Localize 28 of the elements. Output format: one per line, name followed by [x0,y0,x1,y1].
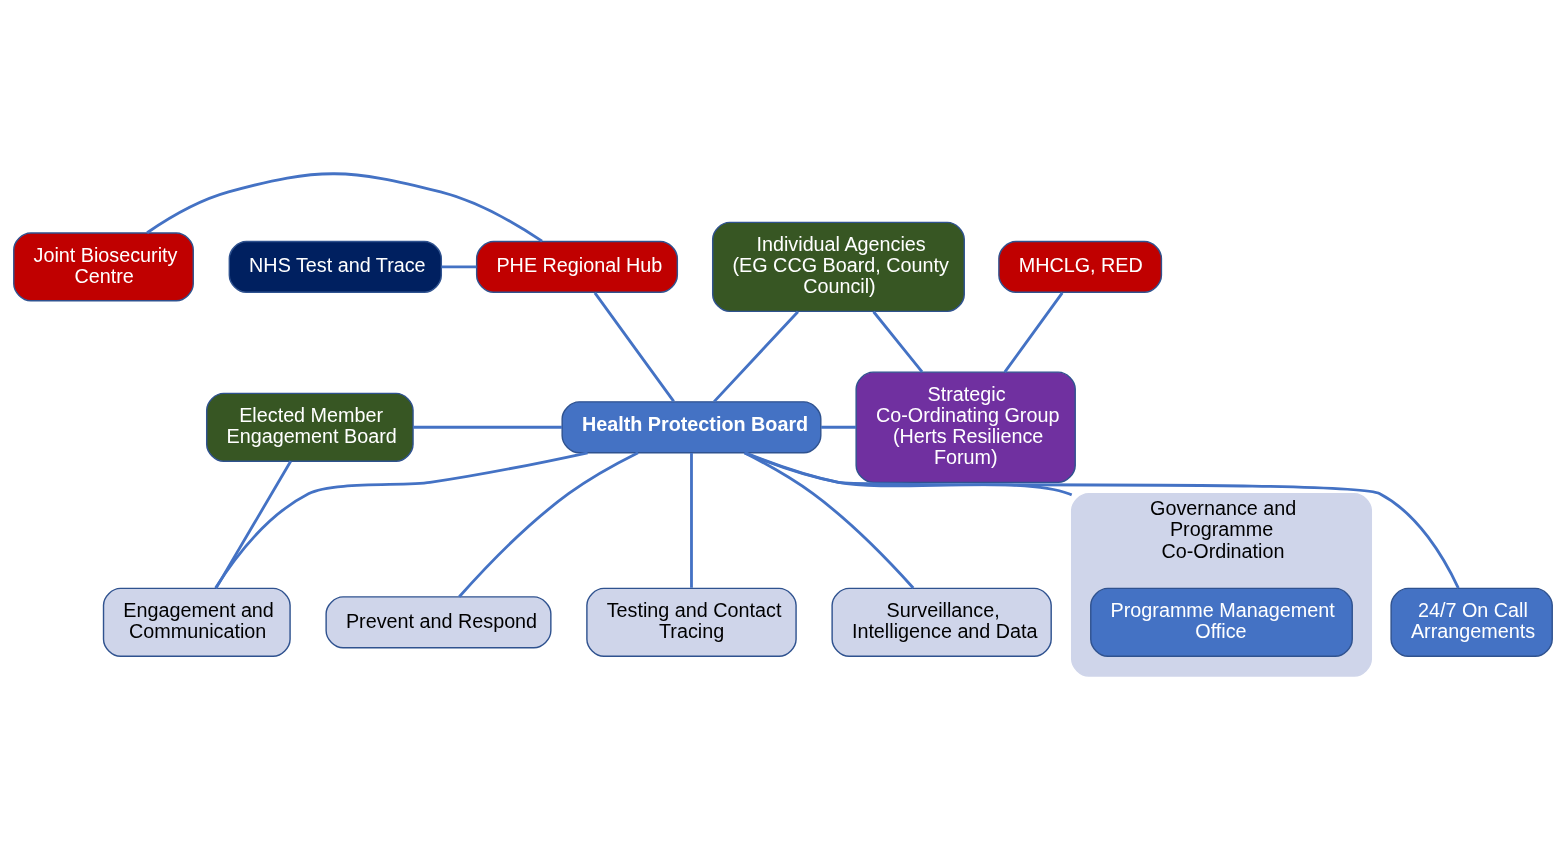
connector [821,425,857,429]
node-box: 24/7 On Call Arrangements [1390,587,1553,657]
connector [413,425,563,429]
connector [441,264,477,268]
connector [743,451,915,589]
node-box: Surveillance, Intelligence and Data [831,587,1052,657]
connector [744,451,1073,496]
connector [593,291,675,402]
node-box: Elected Member Engagement Board [206,392,414,462]
node-box: MHCLG, RED [998,240,1163,293]
node-box: Engagement and Communication [102,587,291,657]
connector [872,310,924,373]
node-box: NHS Test and Trace [228,240,443,293]
connector [146,171,543,242]
node-box: Programme Management Office [1090,587,1353,657]
node-box: Prevent and Respond [325,595,552,648]
connector [214,450,588,589]
node-box: Health Protection Board [561,400,822,453]
node-box: Joint Biosecurity Centre [13,231,194,301]
node-box: Strategic Co-Ordinating Group (Herts Resilience Forum) [855,370,1076,483]
node-box: PHE Regional Hub [475,240,679,293]
connector [744,451,1460,589]
node-box: Testing and Contact Tracing [586,587,797,657]
connector [1003,291,1064,373]
connector [690,452,693,588]
node-box: Individual Agencies (EG CCG Board, County Council) [711,221,965,312]
connector [458,450,639,598]
connector [713,310,799,403]
